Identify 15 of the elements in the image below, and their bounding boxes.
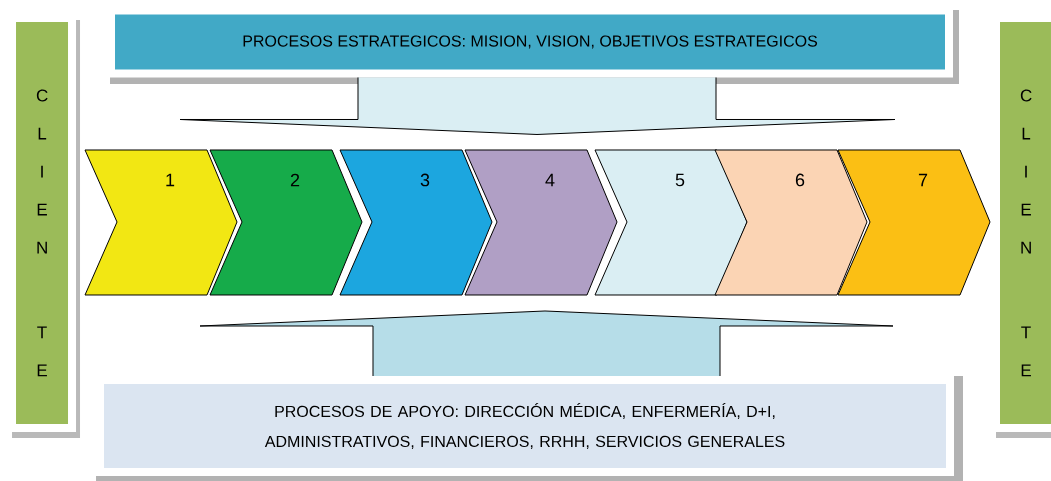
process-step: 4 xyxy=(464,149,618,296)
process-step: 2 xyxy=(209,149,363,296)
node-label: T E xyxy=(37,326,47,377)
block-arrow xyxy=(199,310,894,377)
process-step: 1 xyxy=(84,149,238,296)
process-box: PROCESOS DE APOYO: DIRECCIÓN MÉDICA, ENFERMERÍA, D+I, ADMINISTRATIVOS, FINANCIEROS, RRHH, SERVICIOS GENERALES xyxy=(96,376,963,481)
process-step: 7 xyxy=(837,149,991,296)
process-box: PROCESOS ESTRATEGICOS: MISION, VISION, OBJETIVOS ESTRATEGICOS xyxy=(107,6,959,84)
process-step: 3 xyxy=(339,149,493,296)
side-bar: C L I E N T E xyxy=(8,14,80,438)
block-arrow xyxy=(179,77,896,135)
process-step: 5 xyxy=(594,149,748,296)
side-bar: C L I E N T E xyxy=(992,14,1051,438)
node-label: C L I E N xyxy=(36,89,48,254)
process-step: 6 xyxy=(714,149,868,296)
